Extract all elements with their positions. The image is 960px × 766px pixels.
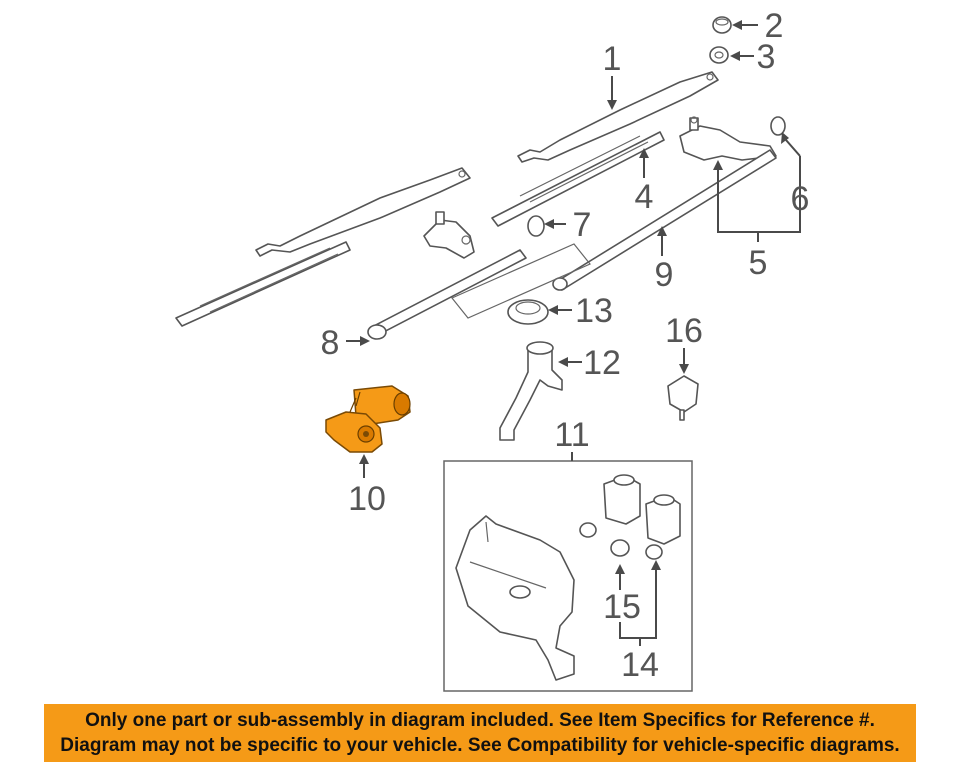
- part-16-washer-nozzle: [667, 375, 699, 421]
- part-13-washer-cap: [507, 299, 549, 325]
- part-15-grommet: [610, 539, 630, 557]
- left-wiper-blade: [175, 241, 351, 327]
- callout-6: 6: [791, 180, 810, 218]
- left-wiper-arm: [255, 167, 471, 257]
- callout-1: 1: [603, 40, 622, 78]
- part-9-drive-link: [552, 149, 777, 291]
- callout-11: 11: [554, 416, 589, 454]
- link-connector-outline: [451, 243, 591, 319]
- callout-7: 7: [573, 206, 592, 244]
- callout-13: 13: [575, 292, 613, 330]
- callout-2: 2: [765, 7, 784, 45]
- part-8-drive-link: [367, 249, 527, 340]
- left-pivot: [423, 211, 475, 259]
- callout-8: 8: [321, 324, 340, 362]
- part-1-wiper-arm: [517, 71, 719, 163]
- part-14-washer-pumps: [579, 474, 681, 560]
- callout-16: 16: [665, 312, 703, 350]
- part-11-reservoir-box: [443, 460, 693, 692]
- notice-line-2: Diagram may not be specific to your vehi…: [60, 735, 900, 756]
- notice-banner: Only one part or sub-assembly in diagram…: [44, 704, 916, 762]
- part-5-pivot-assembly: [679, 116, 777, 161]
- washer-reservoir: [455, 515, 575, 681]
- notice-line-1: Only one part or sub-assembly in diagram…: [85, 710, 875, 731]
- callout-5: 5: [749, 244, 768, 282]
- part-7-cap: [527, 215, 545, 237]
- callout-4: 4: [635, 178, 654, 216]
- part-2-cap: [712, 16, 732, 34]
- callout-14: 14: [621, 646, 659, 684]
- part-3-nut: [709, 46, 729, 64]
- part-6-cap: [770, 116, 786, 136]
- callout-12: 12: [583, 344, 621, 382]
- part-10-wiper-motor: [325, 385, 411, 453]
- callout-3: 3: [757, 38, 776, 76]
- part-12-filler-neck: [499, 341, 563, 441]
- callout-9: 9: [655, 256, 674, 294]
- parts-diagram: 1 2 3 4 5 6 7 8 9 10 11 12 13 14 15 16: [175, 7, 810, 692]
- leader-lines: [346, 20, 801, 646]
- part-4-wiper-blade: [491, 131, 665, 227]
- callout-15: 15: [603, 588, 641, 626]
- callout-10: 10: [348, 480, 386, 518]
